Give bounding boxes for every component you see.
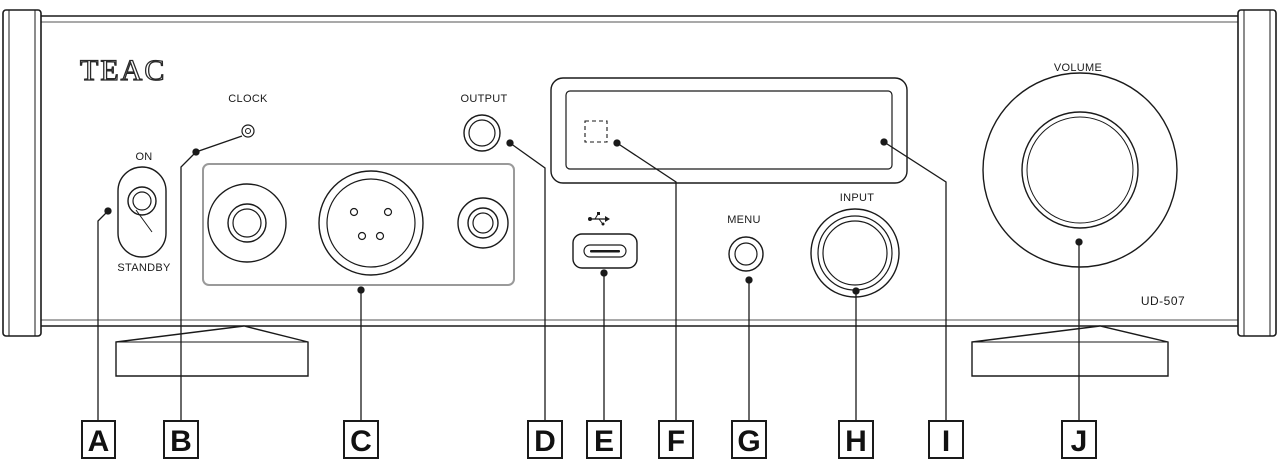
model-name: UD-507 bbox=[1141, 294, 1185, 308]
balanced-xlr-jack[interactable] bbox=[318, 170, 424, 276]
svg-text:J: J bbox=[1071, 425, 1088, 458]
svg-text:D: D bbox=[534, 425, 556, 458]
svg-text:I: I bbox=[942, 425, 950, 458]
callout-b: B bbox=[163, 420, 199, 459]
clock-indicator bbox=[241, 124, 255, 138]
callout-d: D bbox=[527, 420, 563, 459]
menu-label: MENU bbox=[727, 214, 761, 226]
volume-knob[interactable] bbox=[982, 72, 1178, 268]
right-foot bbox=[971, 325, 1169, 377]
left-end-cap bbox=[2, 9, 42, 337]
standby-label: STANDBY bbox=[117, 262, 171, 274]
svg-text:B: B bbox=[170, 425, 192, 458]
svg-text:E: E bbox=[594, 425, 614, 458]
clock-label: CLOCK bbox=[228, 93, 268, 105]
svg-text:A: A bbox=[88, 425, 110, 458]
leader-lines bbox=[97, 135, 1083, 421]
callout-h: H bbox=[838, 420, 874, 459]
callout-a: A bbox=[81, 420, 116, 459]
output-label: OUTPUT bbox=[460, 93, 507, 105]
volume-label: VOLUME bbox=[1054, 62, 1102, 74]
input-label: INPUT bbox=[840, 192, 875, 204]
menu-button[interactable] bbox=[728, 236, 764, 272]
left-foot bbox=[115, 325, 309, 377]
callout-e: E bbox=[586, 420, 622, 459]
callout-i: I bbox=[928, 420, 964, 459]
brand-logo: TEAC bbox=[80, 54, 166, 87]
callout-c: C bbox=[343, 420, 379, 459]
headphone-jack-group bbox=[202, 163, 515, 286]
phone-jack-small[interactable] bbox=[457, 197, 509, 249]
right-end-cap bbox=[1237, 9, 1277, 337]
on-label: ON bbox=[135, 151, 152, 163]
power-switch[interactable] bbox=[117, 166, 167, 258]
input-knob[interactable] bbox=[810, 208, 900, 298]
usb-icon bbox=[588, 212, 610, 226]
svg-text:C: C bbox=[350, 425, 372, 458]
output-button[interactable] bbox=[463, 114, 501, 152]
display-window bbox=[550, 77, 908, 184]
callout-f: F bbox=[658, 420, 694, 459]
callout-j: J bbox=[1061, 420, 1097, 459]
svg-text:G: G bbox=[737, 425, 760, 458]
svg-text:F: F bbox=[667, 425, 685, 458]
usb-c-port[interactable] bbox=[572, 233, 638, 269]
svg-text:H: H bbox=[845, 425, 867, 458]
callout-g: G bbox=[731, 420, 767, 459]
phone-jack-6mm[interactable] bbox=[207, 183, 287, 263]
